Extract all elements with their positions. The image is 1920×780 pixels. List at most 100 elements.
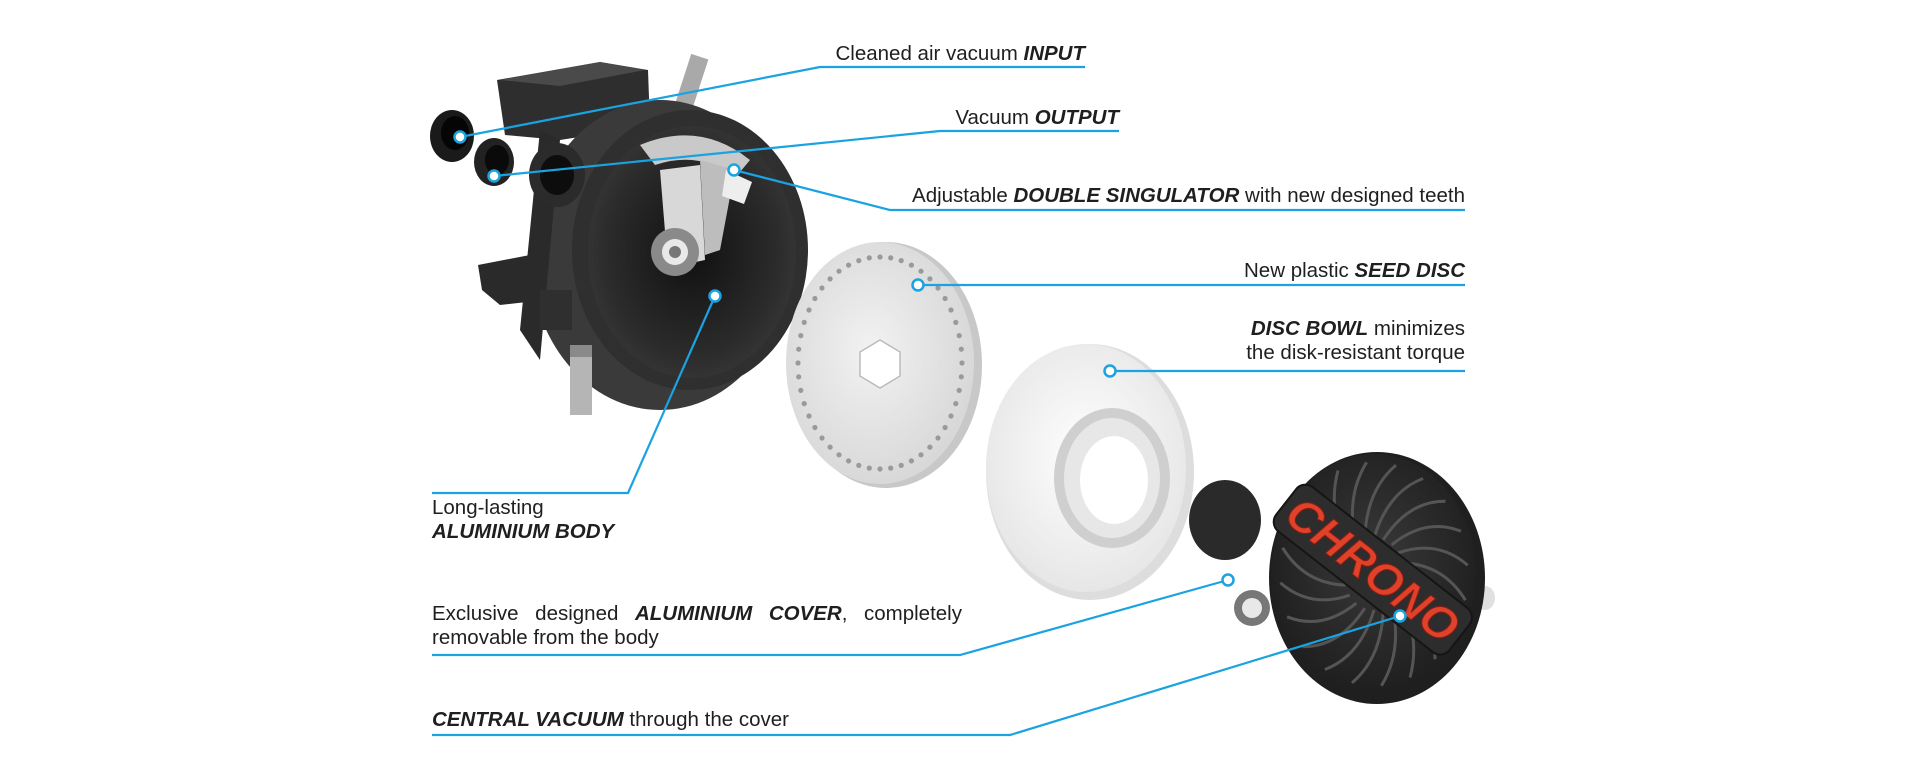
callout-cover-bold: ALUMINIUM COVER bbox=[634, 602, 842, 625]
cover-rib bbox=[1382, 499, 1446, 541]
seed-hole bbox=[958, 346, 964, 352]
callout-body: Long-lasting ALUMINIUM BODY bbox=[432, 496, 614, 544]
callout-output-text: Vacuum bbox=[955, 106, 1035, 129]
cover-rib bbox=[1302, 607, 1366, 649]
seed-hole bbox=[856, 462, 862, 468]
seed-hole bbox=[927, 444, 933, 450]
seed-hole bbox=[888, 255, 894, 261]
callout-singulator-bold: DOUBLE SINGULATOR bbox=[1013, 184, 1240, 207]
seed-hole bbox=[819, 285, 825, 291]
seed-hole bbox=[898, 258, 904, 264]
dot-input bbox=[453, 130, 467, 144]
callout-body-line1: Long-lasting bbox=[432, 496, 544, 519]
seed-hole bbox=[956, 387, 962, 393]
seed-hole bbox=[836, 452, 842, 458]
seed-hole bbox=[796, 374, 802, 380]
callout-seed-disc: New plastic SEED DISC bbox=[1244, 259, 1465, 283]
aluminium-cover-part: CHRONO bbox=[1189, 452, 1495, 704]
callout-central-post: through the cover bbox=[623, 708, 789, 731]
callout-disc-bowl-line2: the disk-resistant torque bbox=[1246, 341, 1465, 364]
seed-hole bbox=[908, 262, 915, 268]
seed-hole bbox=[801, 401, 807, 407]
leader-singulator bbox=[733, 168, 1465, 212]
seed-hole bbox=[942, 424, 948, 431]
callout-body-bold: ALUMINIUM BODY bbox=[432, 520, 615, 543]
callout-cover-post: , completely removable from the body bbox=[432, 602, 962, 649]
seed-hole bbox=[795, 360, 801, 366]
cover-rib bbox=[1397, 546, 1469, 567]
seed-hole bbox=[898, 462, 904, 468]
leader-cover bbox=[432, 578, 1229, 657]
seed-hole bbox=[953, 401, 959, 407]
seed-hole bbox=[856, 258, 862, 264]
seed-hole bbox=[801, 319, 807, 325]
dot-body bbox=[708, 289, 722, 303]
callout-cover: Exclusive designed ALUMINIUM COVER, comp… bbox=[432, 602, 962, 650]
seed-hole bbox=[806, 307, 812, 313]
cover-rib bbox=[1351, 608, 1385, 685]
seed-hole bbox=[942, 295, 948, 302]
seed-hole bbox=[798, 333, 804, 339]
seed-hole bbox=[918, 452, 924, 458]
seed-hole bbox=[935, 285, 941, 291]
callout-input-text: Cleaned air vacuum bbox=[835, 42, 1024, 65]
cover-rib bbox=[1324, 609, 1376, 671]
seed-hole bbox=[935, 435, 941, 441]
callout-seed-disc-text: New plastic bbox=[1243, 259, 1355, 282]
seed-hole bbox=[846, 458, 852, 464]
seed-hole bbox=[827, 444, 833, 450]
seed-hole bbox=[958, 374, 964, 380]
callout-disc-bowl-line1: DISC BOWL minimizes bbox=[1246, 317, 1465, 341]
dot-central bbox=[1393, 609, 1407, 623]
seed-hole bbox=[806, 413, 812, 419]
callout-central-bold: CENTRAL VACUUM bbox=[432, 708, 624, 731]
seed-hole bbox=[846, 262, 852, 268]
aluminium-body-part bbox=[430, 53, 808, 415]
seed-hole bbox=[866, 465, 872, 471]
seed-hole bbox=[956, 333, 962, 339]
dot-disc-bowl bbox=[1103, 364, 1117, 378]
dot-seed-disc bbox=[911, 278, 925, 292]
seed-hole bbox=[918, 268, 924, 274]
disc-bowl-part bbox=[986, 344, 1194, 600]
callout-disc-bowl-bold: DISC BOWL bbox=[1250, 317, 1369, 340]
callout-disc-bowl-rest: minimizes bbox=[1368, 317, 1465, 340]
seed-hole bbox=[877, 254, 883, 260]
callout-leaders bbox=[432, 65, 1465, 737]
callout-central: CENTRAL VACUUM through the cover bbox=[432, 708, 789, 732]
seed-hole bbox=[877, 466, 883, 472]
cover-rib bbox=[1286, 601, 1358, 623]
leader-central bbox=[432, 614, 1401, 737]
cover-rib bbox=[1281, 547, 1346, 587]
callout-output-bold: OUTPUT bbox=[1034, 106, 1119, 129]
dot-output bbox=[487, 169, 501, 183]
seed-hole bbox=[866, 255, 872, 261]
cover-rib bbox=[1279, 581, 1351, 602]
dot-singulator bbox=[727, 163, 741, 177]
cover-rib bbox=[1372, 477, 1424, 539]
callout-input: Cleaned air vacuum INPUT bbox=[835, 42, 1085, 66]
callout-cover-pre: Exclusive designed bbox=[432, 602, 635, 625]
seed-hole bbox=[796, 346, 802, 352]
callout-dots bbox=[453, 130, 1407, 623]
seed-disc-holes bbox=[795, 254, 965, 472]
seed-hole bbox=[819, 435, 825, 441]
seed-disc-part bbox=[786, 242, 982, 488]
leader-body bbox=[432, 295, 717, 495]
seed-hole bbox=[959, 360, 965, 366]
seed-hole bbox=[798, 387, 804, 393]
seed-hole bbox=[927, 276, 933, 282]
callout-singulator: Adjustable DOUBLE SINGULATOR with new de… bbox=[912, 184, 1465, 208]
seed-hole bbox=[888, 465, 894, 471]
seed-hole bbox=[953, 319, 959, 325]
leader-input bbox=[459, 65, 1085, 139]
callout-input-bold: INPUT bbox=[1023, 42, 1086, 65]
seed-hole bbox=[948, 307, 954, 313]
seed-hole bbox=[836, 268, 842, 274]
callout-output: Vacuum OUTPUT bbox=[955, 106, 1119, 130]
leader-output bbox=[493, 129, 1119, 178]
cover-rib bbox=[1390, 525, 1462, 547]
seed-hole bbox=[948, 413, 954, 419]
